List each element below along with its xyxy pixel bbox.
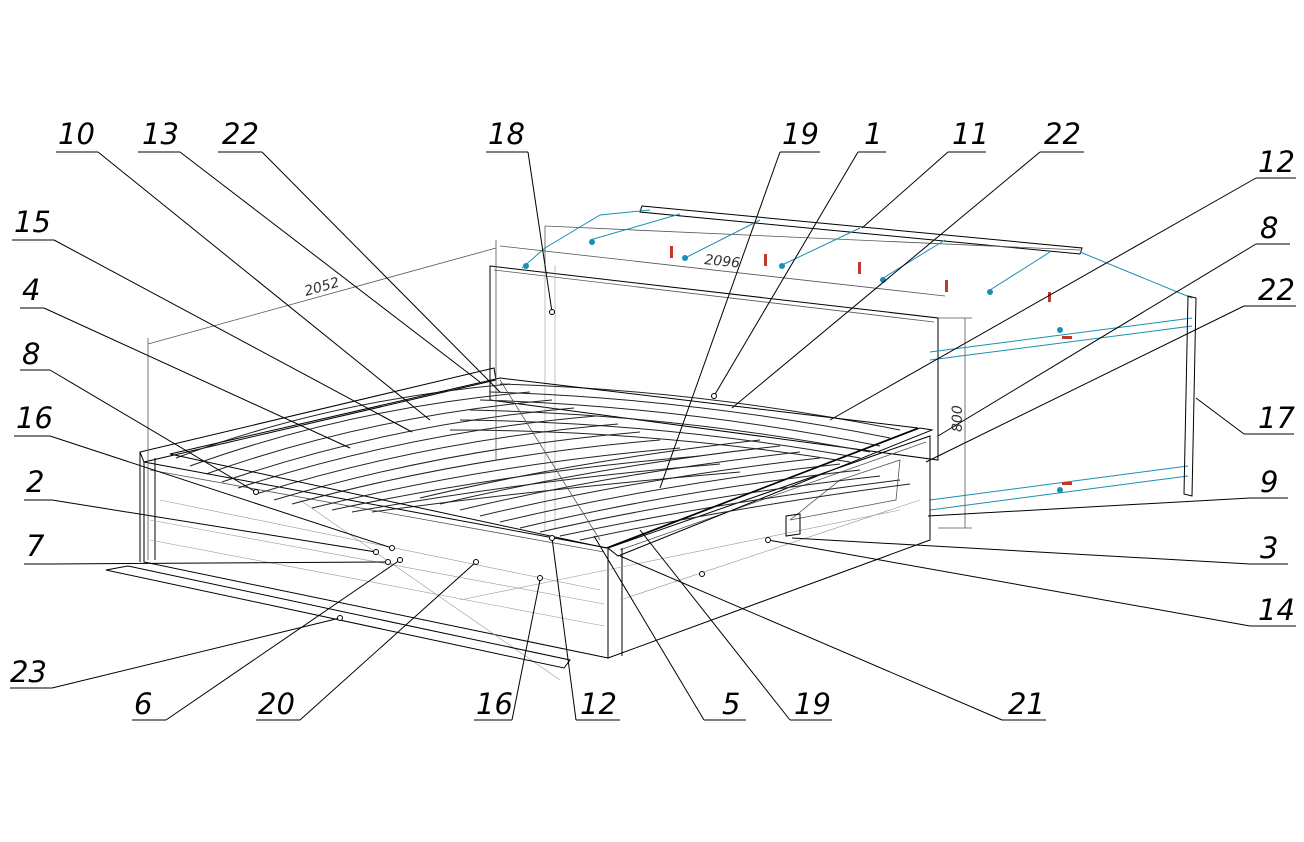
callout-label: 6 <box>134 687 152 721</box>
callout-leaders <box>10 151 1296 721</box>
callout-label: 22 <box>222 117 259 151</box>
callout-label: 18 <box>488 117 525 151</box>
callout-label: 2 <box>26 465 44 499</box>
dim-width: 2096 <box>704 252 741 272</box>
callout-label: 22 <box>1258 273 1295 307</box>
callout-numbers: 10 13 22 18 19 1 11 22 12 15 4 8 16 2 7 … <box>10 117 1295 721</box>
callout-label: 12 <box>580 687 617 721</box>
hardware-fittings <box>521 209 1193 511</box>
callout-label: 1 <box>864 117 882 151</box>
callout-label: 8 <box>22 337 40 371</box>
dimension-lines <box>147 240 972 560</box>
callout-label: 9 <box>1260 465 1278 499</box>
side-post <box>1183 295 1197 497</box>
part-markers <box>253 309 771 621</box>
callout-label: 3 <box>1260 531 1278 565</box>
top-rail <box>544 205 1083 268</box>
dim-height: 800 <box>950 405 966 432</box>
callout-label: 22 <box>1044 117 1081 151</box>
callout-label: 7 <box>26 529 45 563</box>
callout-label: 5 <box>722 687 740 721</box>
headboard-panel <box>489 265 939 530</box>
callout-label: 16 <box>16 401 53 435</box>
callout-label: 8 <box>1260 211 1278 245</box>
bed-frame <box>139 367 934 681</box>
callout-label: 10 <box>58 117 95 151</box>
callout-label: 14 <box>1258 593 1295 627</box>
slatted-base <box>169 377 919 549</box>
callout-label: 16 <box>476 687 513 721</box>
callout-label: 15 <box>14 205 51 239</box>
callout-label: 19 <box>794 687 831 721</box>
callout-label: 21 <box>1008 687 1045 721</box>
callout-label: 17 <box>1258 401 1295 435</box>
callout-label: 11 <box>952 117 989 151</box>
callout-label: 23 <box>10 655 47 689</box>
callout-label: 19 <box>782 117 819 151</box>
base-board <box>105 565 571 669</box>
callout-label: 13 <box>142 117 179 151</box>
callout-label: 12 <box>1258 145 1295 179</box>
callout-label: 20 <box>258 687 295 721</box>
callout-label: 4 <box>22 273 40 307</box>
